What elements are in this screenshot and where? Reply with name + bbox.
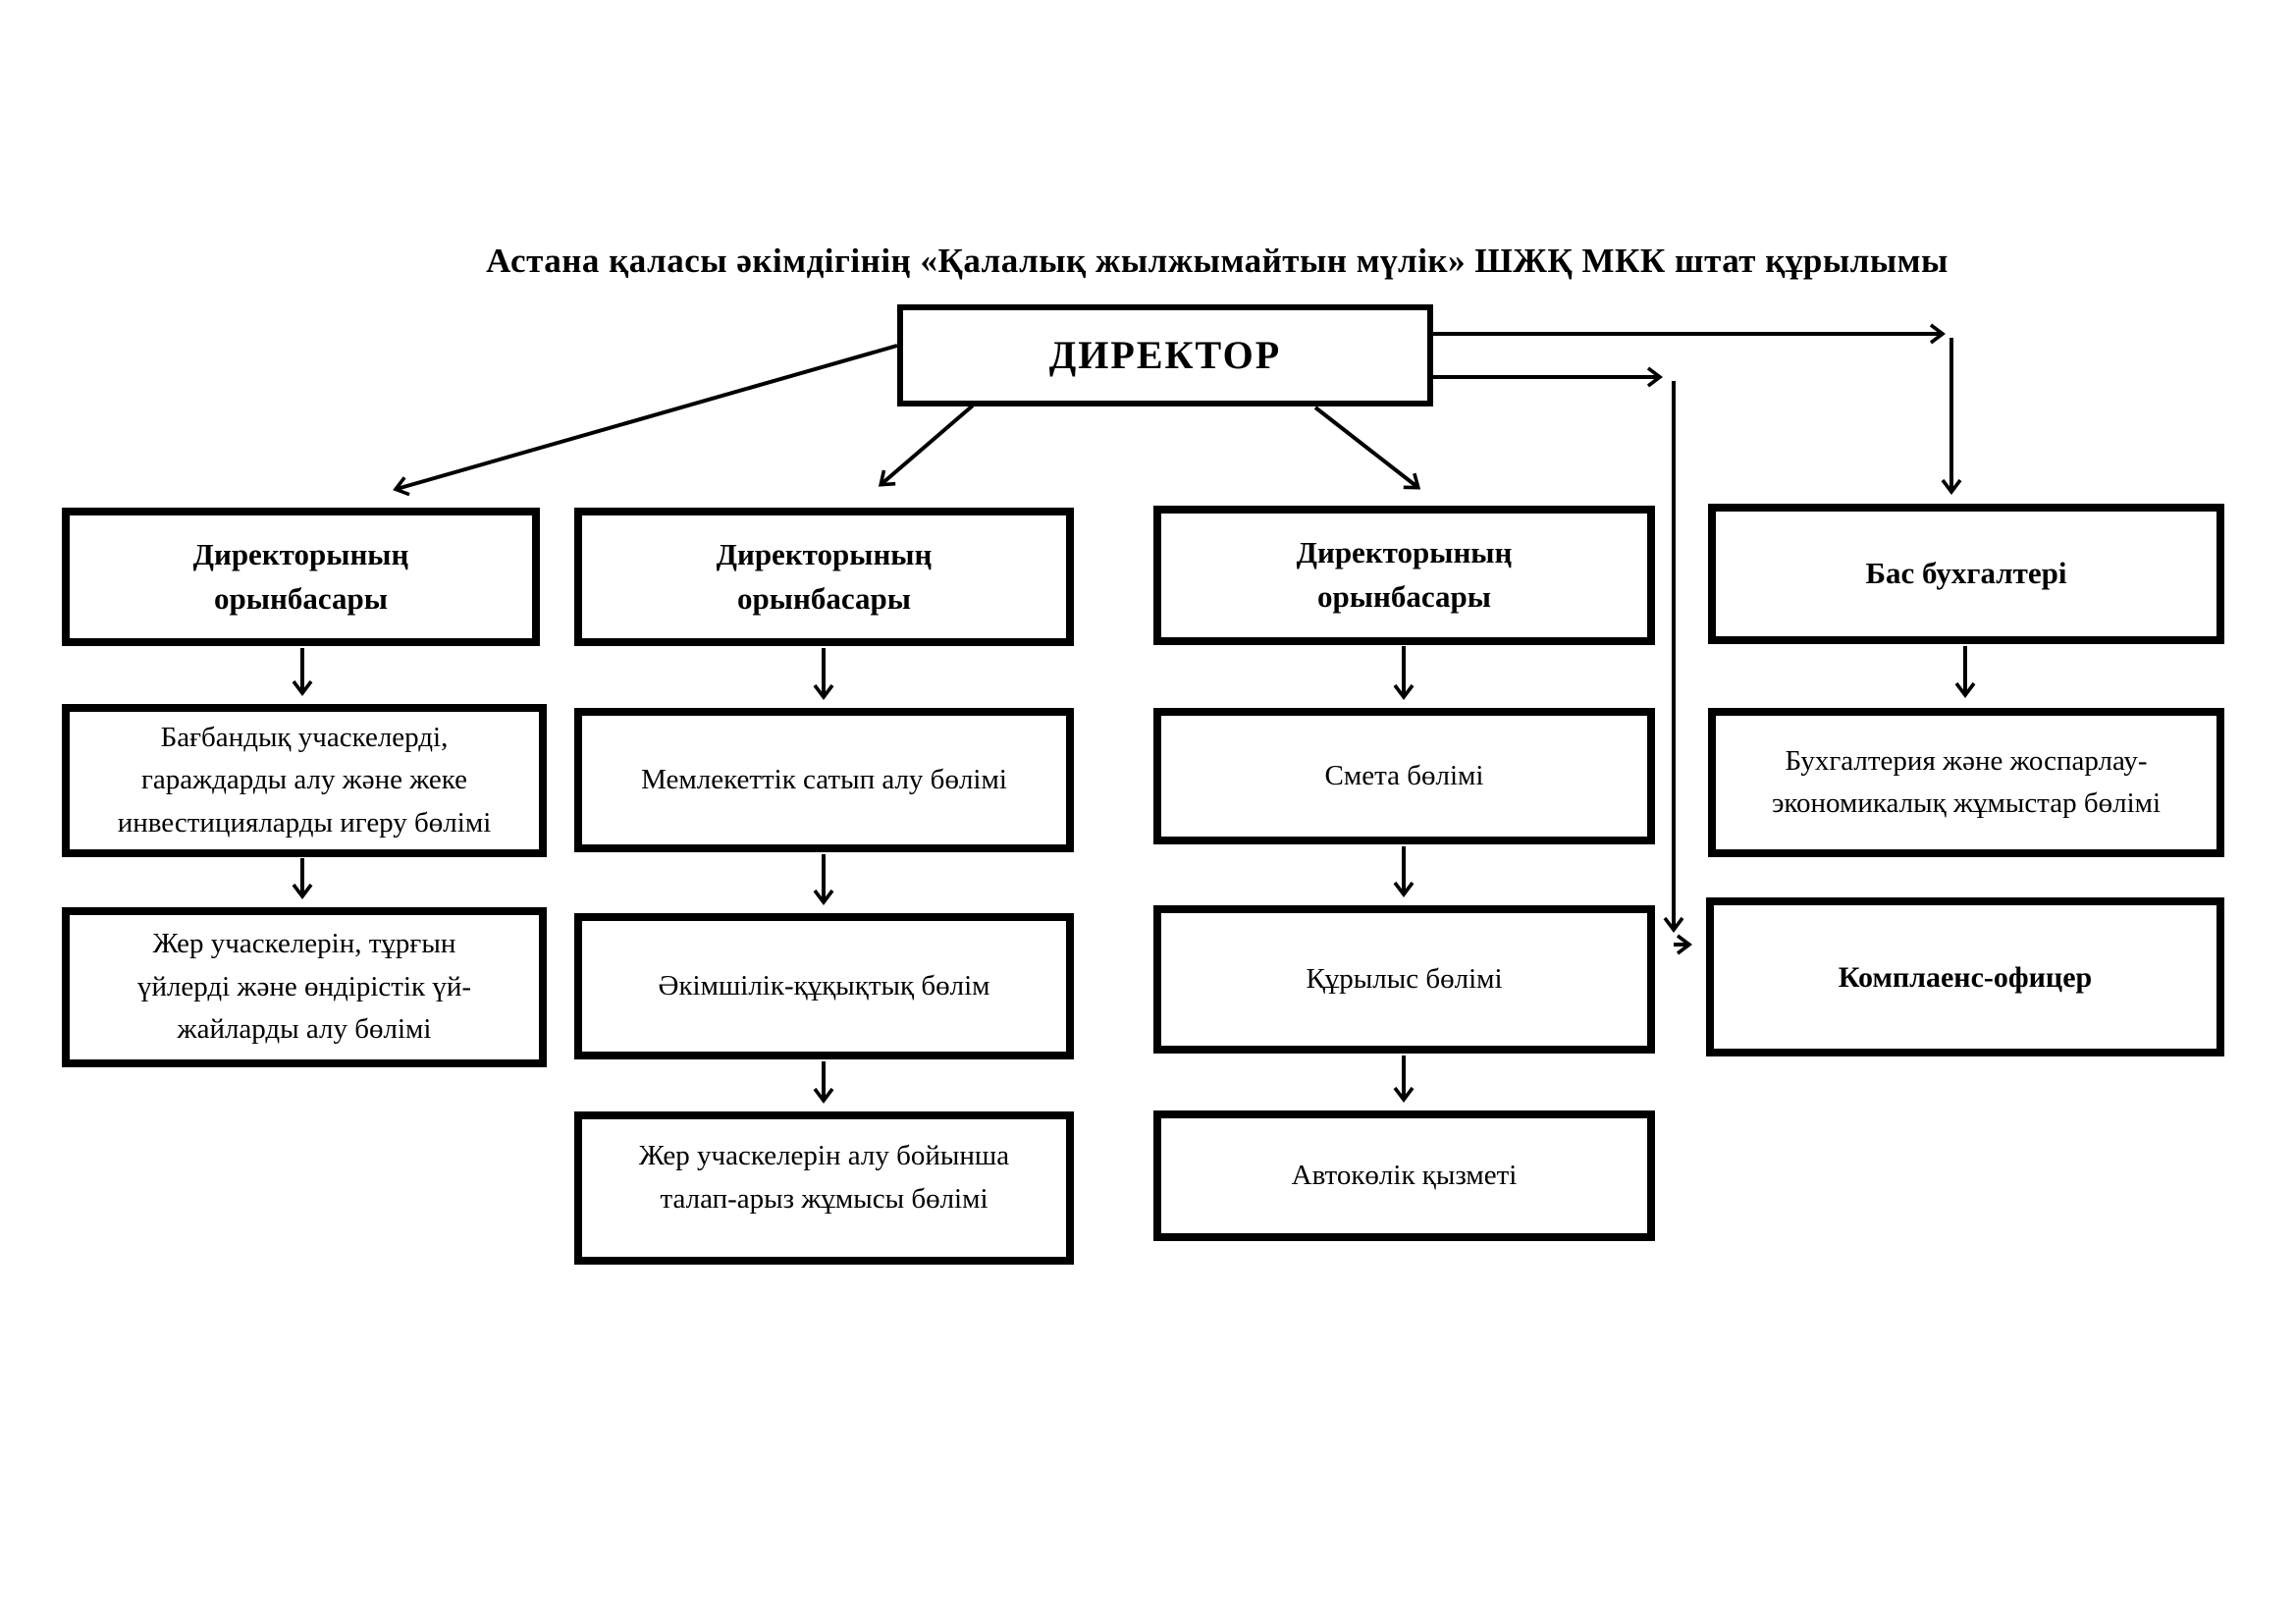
deputy-2-label: Директорының орынбасары xyxy=(716,536,933,616)
dept-estimate-box: Смета бөлімі xyxy=(1153,708,1655,844)
dept-garden-plots-garages-box: Бағбандық учаскелерді, гараждарды алу жә… xyxy=(62,704,547,857)
chief-accountant-box: Бас бухгалтері xyxy=(1708,504,2224,644)
deputy-3-box: Директорының орынбасары xyxy=(1153,506,1655,645)
arrow-director-to-deputy3 xyxy=(1313,406,1421,490)
arrow-director-to-deputy1 xyxy=(393,344,898,497)
dept-accounting-planning-label: Бухгалтерия және жоспарлау-экономикалық … xyxy=(1771,744,2162,820)
deputy-3-label: Директорының орынбасары xyxy=(1296,535,1513,614)
dept-land-plots-housing-box: Жер учаскелерін, тұрғын үйлерді және өнд… xyxy=(62,907,547,1067)
chief-accountant-label: Бас бухгалтері xyxy=(1865,556,2067,591)
dept-accounting-planning-box: Бухгалтерия және жоспарлау-экономикалық … xyxy=(1708,708,2224,857)
dept-estimate-label: Смета бөлімі xyxy=(1324,759,1484,791)
dept-vehicle-service-box: Автокөлік қызметі xyxy=(1153,1110,1655,1241)
arrow-director-to-deputy2 xyxy=(878,404,975,487)
dept-construction-label: Құрылыс бөлімі xyxy=(1306,962,1503,995)
deputy-1-label: Директорының орынбасары xyxy=(192,536,409,616)
chart-title: Астана қаласы әкімдігінің «Қалалық жылжы… xyxy=(486,242,1949,280)
dept-garden-plots-garages-label: Бағбандық учаскелерді, гараждарды алу жә… xyxy=(117,721,492,839)
dept-state-procurement-label: Мемлекеттік сатып алу бөлімі xyxy=(641,763,1007,795)
dept-claims-work-label: Жер учаскелерін алу бойынша талап-арыз ж… xyxy=(638,1140,1010,1215)
dept-state-procurement-box: Мемлекеттік сатып алу бөлімі xyxy=(574,708,1074,852)
compliance-officer-label: Комплаенс-офицер xyxy=(1838,960,2093,994)
compliance-officer-box: Комплаенс-офицер xyxy=(1706,897,2224,1056)
deputy-2-box: Директорының орынбасары xyxy=(574,508,1074,646)
dept-administrative-legal-box: Әкімшілік-құқықтық бөлім xyxy=(574,913,1074,1059)
director-label: ДИРЕКТОР xyxy=(1048,333,1282,377)
dept-administrative-legal-label: Әкімшілік-құқықтық бөлім xyxy=(658,969,990,1001)
director-box: ДИРЕКТОР xyxy=(897,304,1433,406)
dept-claims-work-box: Жер учаскелерін алу бойынша талап-арыз ж… xyxy=(574,1111,1074,1265)
dept-vehicle-service-label: Автокөлік қызметі xyxy=(1291,1159,1518,1191)
deputy-1-box: Директорының орынбасары xyxy=(62,508,540,646)
dept-land-plots-housing-label: Жер учаскелерін, тұрғын үйлерді және өнд… xyxy=(136,928,472,1046)
dept-construction-box: Құрылыс бөлімі xyxy=(1153,905,1655,1054)
